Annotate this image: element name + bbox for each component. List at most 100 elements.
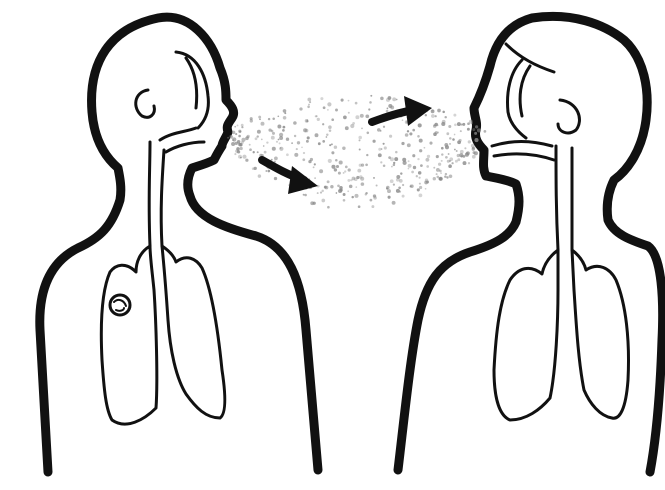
droplet [334,145,337,148]
droplet [305,129,309,133]
droplet [348,168,351,171]
droplet [307,98,311,102]
source-right-lung [162,246,225,418]
droplet [390,179,394,183]
droplet [317,192,319,194]
droplet [473,151,476,154]
droplet [408,164,412,168]
droplet [259,118,261,120]
droplet [474,138,478,142]
droplet [234,153,236,155]
droplet [271,136,275,140]
droplet [258,174,261,177]
droplet [268,128,271,131]
droplet [352,122,355,125]
droplet [327,206,330,209]
droplet [335,109,338,112]
droplet [419,194,423,198]
source-nasal-cavity [160,52,208,152]
droplet [376,184,378,186]
droplet [231,142,235,146]
droplet [283,126,286,129]
droplet [386,110,389,113]
droplet [246,135,249,138]
droplet [431,110,435,114]
droplet [402,184,404,186]
droplet [373,177,375,179]
droplet [293,121,297,125]
droplet [267,170,270,173]
droplet [433,167,435,169]
droplet [355,115,359,119]
droplet [462,123,465,126]
droplet [343,193,346,196]
droplet [448,164,452,168]
droplet [468,140,471,143]
droplet [236,147,239,150]
droplet [359,148,361,150]
droplet [390,157,394,161]
droplet [441,147,444,150]
droplet [412,154,415,157]
droplet [419,186,422,189]
droplet [445,145,449,149]
droplet [419,149,422,152]
droplet [313,166,315,168]
droplet [431,114,435,118]
droplet [417,188,420,191]
droplet [341,99,344,102]
source-trachea [149,142,164,246]
droplet [322,123,324,125]
droplet [307,106,310,109]
droplet [401,142,404,145]
droplet [439,177,442,180]
droplet [322,140,325,143]
recipient-right-lung [572,250,629,418]
droplet [373,196,377,200]
droplet [387,108,389,110]
droplet [411,171,414,174]
droplet [303,152,305,154]
droplet [392,201,396,205]
droplet [321,190,323,192]
droplet [328,159,332,163]
droplet [437,109,441,113]
recipient-trachea [556,146,572,250]
droplet [336,165,339,168]
droplet [410,185,412,187]
droplet [383,143,385,145]
droplet [472,155,476,159]
droplet [407,130,409,132]
droplet [425,179,428,182]
droplet [460,150,464,154]
droplet [296,148,298,150]
arrow-droplets-downward-head [288,166,318,194]
droplet [383,126,385,128]
droplet [331,151,334,154]
droplet [279,142,281,144]
droplet [250,119,253,122]
droplet [445,156,448,159]
droplet [351,196,353,198]
droplet [361,182,365,186]
droplet [227,137,229,139]
droplet [358,205,361,208]
droplet [386,98,390,102]
droplet [297,141,300,144]
droplet [396,99,398,101]
droplet [310,201,314,205]
droplet [276,141,278,143]
droplet [472,128,475,131]
droplet [416,175,418,177]
droplet [325,186,329,190]
droplet [381,148,383,150]
droplet [308,160,311,163]
droplet [457,122,461,126]
droplet [274,157,278,161]
droplet [242,155,246,159]
droplet [464,147,466,149]
droplet [370,199,373,202]
droplet [274,177,277,180]
droplet [335,159,338,162]
droplet [257,151,259,153]
